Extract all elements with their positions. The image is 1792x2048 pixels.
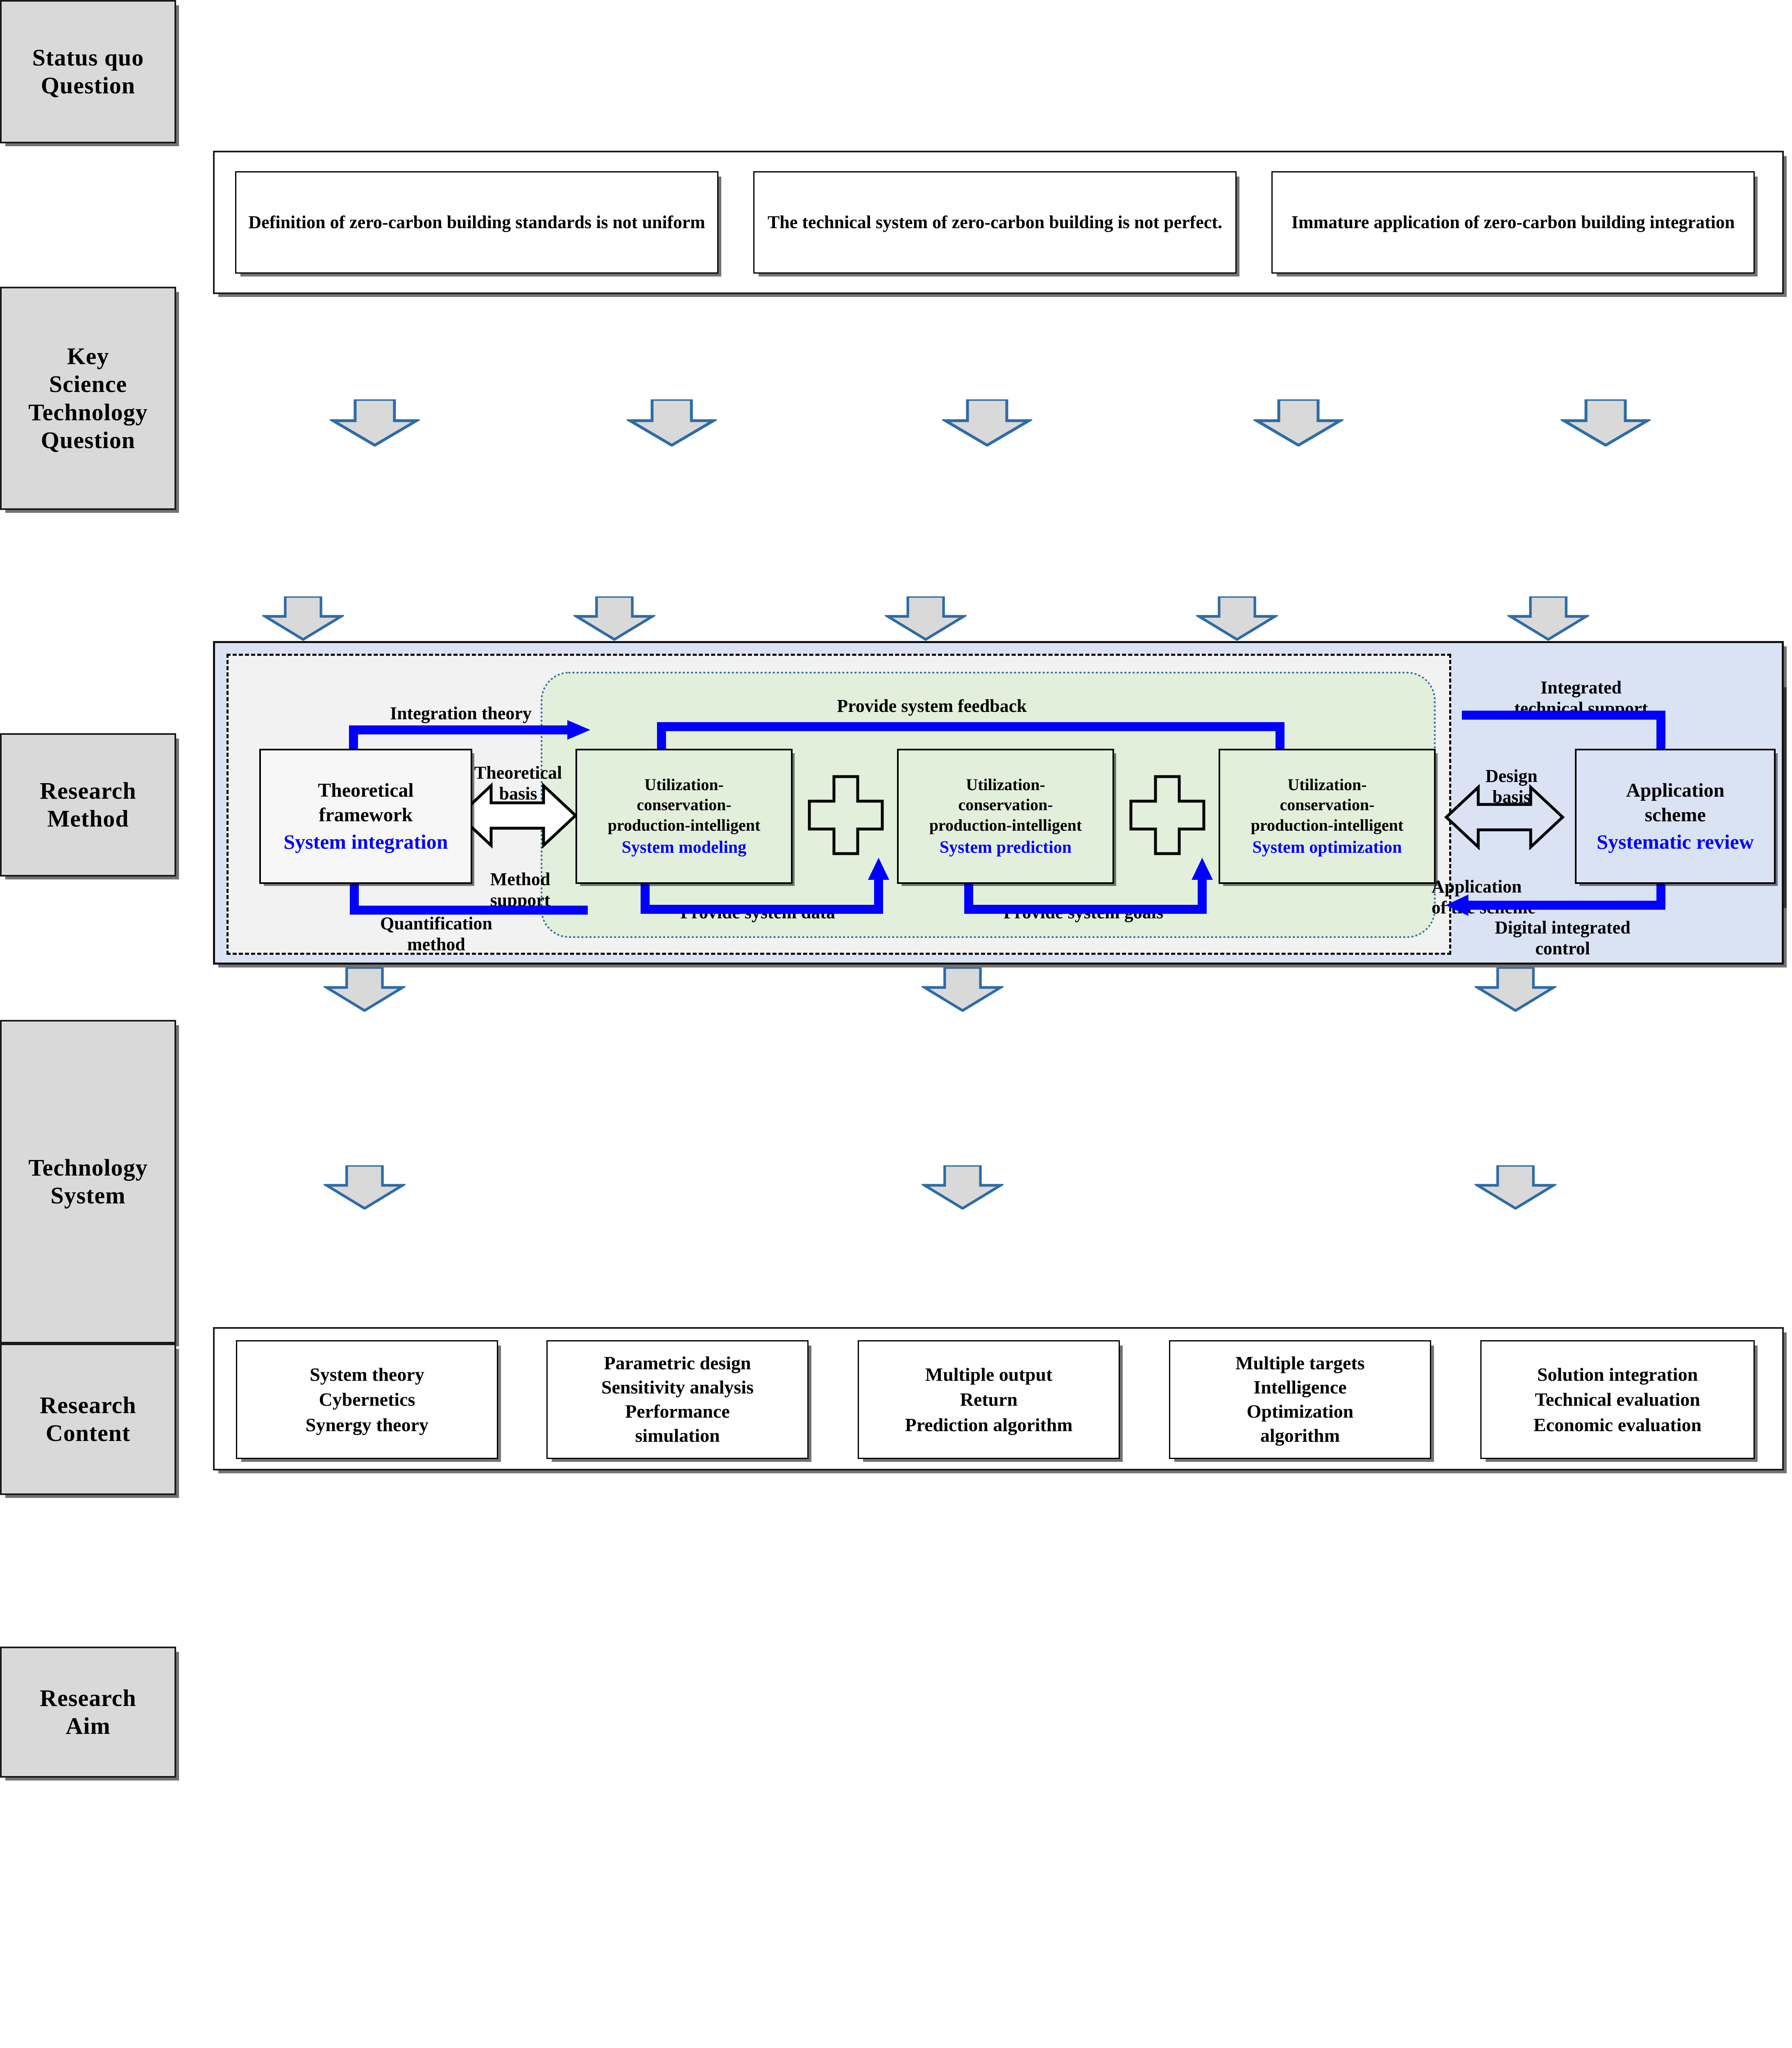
row-frame-research-method: System theory Cybernetics Synergy theory… (213, 1327, 1784, 1470)
caption-digital-integrated-control: Digital integrated control (1460, 896, 1665, 959)
caption-theoretical-basis: Theoretical basis (457, 741, 580, 804)
down-arrow-icon-d1 (324, 1165, 406, 1210)
status-quo-item-1[interactable]: Definition of zero-carbon building stand… (235, 171, 718, 274)
tech-box-1-subtitle: System integration (283, 830, 448, 853)
down-arrow-icon-d3 (1475, 1165, 1556, 1210)
tech-box-4-subtitle: System optimization (1252, 838, 1402, 857)
tech-box-application-scheme[interactable]: Application scheme Systematic review (1575, 749, 1776, 884)
down-arrow-icon-a1 (330, 399, 420, 446)
row-label-research-aim: Research Aim (0, 1647, 176, 1778)
caption-theoretical-basis-text: Theoretical basis (474, 763, 562, 804)
row-label-research-content: Research Content (0, 1343, 176, 1495)
status-quo-item-2[interactable]: The technical system of zero-carbon buil… (753, 171, 1237, 274)
research-method-item-5-text: Solution integration Technical evaluatio… (1533, 1364, 1702, 1435)
down-arrow-icon-c2 (922, 967, 1004, 1012)
row-label-research-method-text: Research Method (40, 777, 136, 832)
down-arrow-icon-c1 (324, 967, 406, 1012)
row-label-research-content-text: Research Content (40, 1391, 136, 1446)
row-frame-status-quo: Definition of zero-carbon building stand… (213, 151, 1784, 294)
row-label-technology-system-text: Technology System (28, 1154, 148, 1209)
status-quo-item-3-text: Immature application of zero-carbon buil… (1291, 212, 1735, 232)
tech-box-2-title: Utilization- conservation- production-in… (607, 775, 761, 834)
row-label-key-science-text: Key Science Technology Question (28, 342, 148, 453)
research-method-item-5[interactable]: Solution integration Technical evaluatio… (1480, 1340, 1755, 1459)
plus-icon-1 (807, 774, 885, 856)
down-arrow-icon-b4 (1196, 596, 1278, 641)
down-arrow-icon-d2 (922, 1165, 1004, 1210)
row-label-technology-system: Technology System (0, 1020, 176, 1343)
down-arrow-icon-a4 (1253, 399, 1343, 446)
down-arrow-icon-b2 (573, 596, 655, 641)
caption-quantification-method: Quantification method (350, 892, 522, 955)
caption-provide-system-feedback: Provide system feedback (780, 696, 1083, 716)
down-arrow-icon-a3 (942, 399, 1032, 446)
tech-box-2-subtitle: System modeling (621, 838, 747, 857)
tech-box-1-title: Theoretical framework (318, 779, 414, 826)
caption-integration-theory: Integration theory (354, 703, 567, 724)
tech-box-5-subtitle: Systematic review (1597, 830, 1754, 853)
down-arrow-icon-b5 (1507, 596, 1589, 641)
research-method-item-3[interactable]: Multiple output Return Prediction algori… (858, 1340, 1120, 1459)
caption-integration-theory-text: Integration theory (390, 703, 532, 723)
tech-box-system-modeling[interactable]: Utilization- conservation- production-in… (575, 749, 793, 884)
caption-digital-integrated-control-text: Digital integrated control (1495, 918, 1631, 959)
research-method-item-3-text: Multiple output Return Prediction algori… (905, 1364, 1073, 1435)
diagram-canvas: Status quo Question Definition of zero-c… (0, 0, 1784, 1778)
research-method-item-1-text: System theory Cybernetics Synergy theory (305, 1364, 429, 1435)
tech-box-3-title: Utilization- conservation- production-in… (929, 775, 1082, 834)
double-arrow-icon-theoretical-basis (456, 777, 579, 854)
row-label-status-quo-text: Status quo Question (32, 44, 144, 99)
down-arrow-icon-b1 (262, 596, 344, 641)
down-arrow-icon-a2 (627, 399, 717, 446)
status-quo-item-2-text: The technical system of zero-carbon buil… (767, 212, 1223, 232)
tech-box-4-title: Utilization- conservation- production-in… (1251, 775, 1404, 834)
tech-box-3-subtitle: System prediction (939, 838, 1072, 857)
research-method-item-4-text: Multiple targets Intelligence Optimizati… (1235, 1352, 1365, 1446)
down-arrow-icon-a5 (1561, 399, 1651, 446)
status-quo-item-1-text: Definition of zero-carbon building stand… (248, 212, 705, 232)
row-label-research-method: Research Method (0, 733, 176, 877)
double-arrow-icon-design-basis (1443, 778, 1566, 856)
tech-box-5-title: Application scheme (1626, 779, 1725, 826)
tech-box-system-optimization[interactable]: Utilization- conservation- production-in… (1219, 749, 1436, 884)
row-label-research-aim-text: Research Aim (40, 1684, 136, 1739)
status-quo-item-3[interactable]: Immature application of zero-carbon buil… (1271, 171, 1755, 274)
plus-icon-2 (1128, 774, 1206, 856)
caption-provide-system-feedback-text: Provide system feedback (837, 696, 1027, 716)
down-arrow-icon-b3 (885, 596, 967, 641)
tech-box-system-prediction[interactable]: Utilization- conservation- production-in… (897, 749, 1114, 884)
research-method-item-2-text: Parametric design Sensitivity analysis P… (601, 1352, 754, 1446)
research-method-item-4[interactable]: Multiple targets Intelligence Optimizati… (1169, 1340, 1431, 1459)
down-arrow-icon-c3 (1475, 967, 1556, 1012)
tech-box-theoretical-framework[interactable]: Theoretical framework System integration (259, 749, 472, 884)
row-label-status-quo: Status quo Question (0, 0, 176, 143)
research-method-item-1[interactable]: System theory Cybernetics Synergy theory (236, 1340, 498, 1459)
research-method-item-2[interactable]: Parametric design Sensitivity analysis P… (546, 1340, 809, 1459)
caption-quantification-method-text: Quantification method (380, 913, 492, 955)
row-label-key-science: Key Science Technology Question (0, 287, 176, 510)
technology-system-frame: Integration theory Theoretical basis Met… (213, 641, 1784, 965)
